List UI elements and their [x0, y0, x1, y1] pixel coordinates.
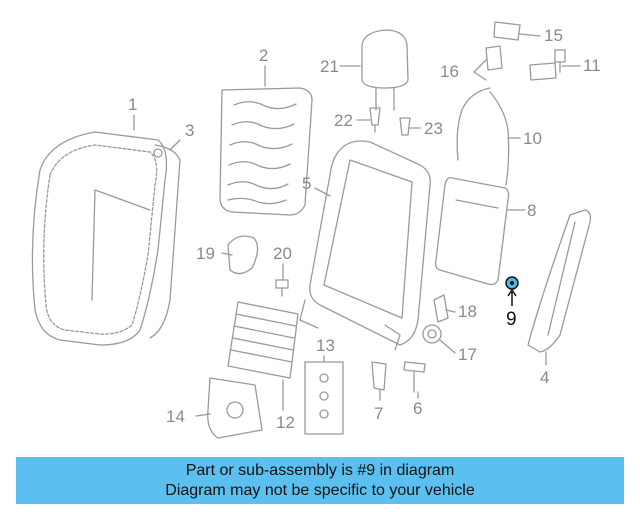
part-22-guide	[369, 107, 381, 133]
part-2-lumbar-pad	[219, 87, 313, 216]
callout-5: 5	[302, 174, 312, 193]
part-13-clip-kit	[304, 361, 344, 435]
callout-17: 17	[458, 345, 477, 364]
callout-2: 2	[259, 46, 269, 65]
part-23-guide	[399, 117, 411, 136]
callout-22: 22	[334, 111, 353, 130]
callout-19: 19	[196, 244, 215, 263]
banner-line-disclaimer: Diagram may not be specific to your vehi…	[165, 481, 475, 499]
callout-13: 13	[316, 336, 335, 355]
seat-parts-diagram	[31, 21, 592, 439]
part-4-side-trim	[527, 209, 592, 353]
callout-20: 20	[273, 244, 292, 263]
part-11-connector	[529, 49, 566, 81]
callout-3: 3	[185, 121, 195, 140]
part-17-knob	[422, 324, 442, 344]
part-19-bracket	[227, 235, 259, 275]
callout-23: 23	[424, 119, 443, 138]
callout-10: 10	[523, 129, 542, 148]
callout-9: 9	[506, 309, 517, 330]
part-7-hook	[371, 361, 387, 391]
part-14-recliner	[207, 377, 263, 439]
part-18-handle	[433, 294, 449, 323]
part-12-lumbar-grid	[227, 301, 299, 379]
part-9-highlighted	[505, 276, 519, 306]
part-16-module	[485, 45, 503, 71]
part-21-headrest	[361, 29, 409, 111]
callout-14: 14	[166, 407, 185, 426]
part-10-cable	[456, 87, 510, 186]
callout-11: 11	[583, 56, 601, 75]
callout-18: 18	[458, 302, 477, 321]
part-5-seat-frame	[299, 140, 431, 351]
callout-21: 21	[320, 57, 339, 76]
part-15-switch	[493, 21, 521, 41]
callout-12: 12	[276, 413, 295, 432]
callout-7: 7	[374, 404, 384, 423]
callout-8: 8	[527, 201, 537, 220]
callout-15: 15	[544, 26, 563, 45]
part-8-back-panel	[434, 177, 510, 286]
callout-16: 16	[440, 62, 459, 81]
callout-4: 4	[540, 368, 550, 387]
banner-line-part: Part or sub-assembly is #9 in diagram	[185, 461, 455, 479]
info-banner: Part or sub-assembly is #9 in diagram Di…	[16, 457, 624, 504]
part-6-pin	[403, 361, 426, 393]
callout-1: 1	[128, 95, 138, 114]
callout-6: 6	[413, 399, 423, 418]
part-20-bolt	[275, 279, 289, 297]
part-1-seatback-cushion	[31, 131, 181, 346]
